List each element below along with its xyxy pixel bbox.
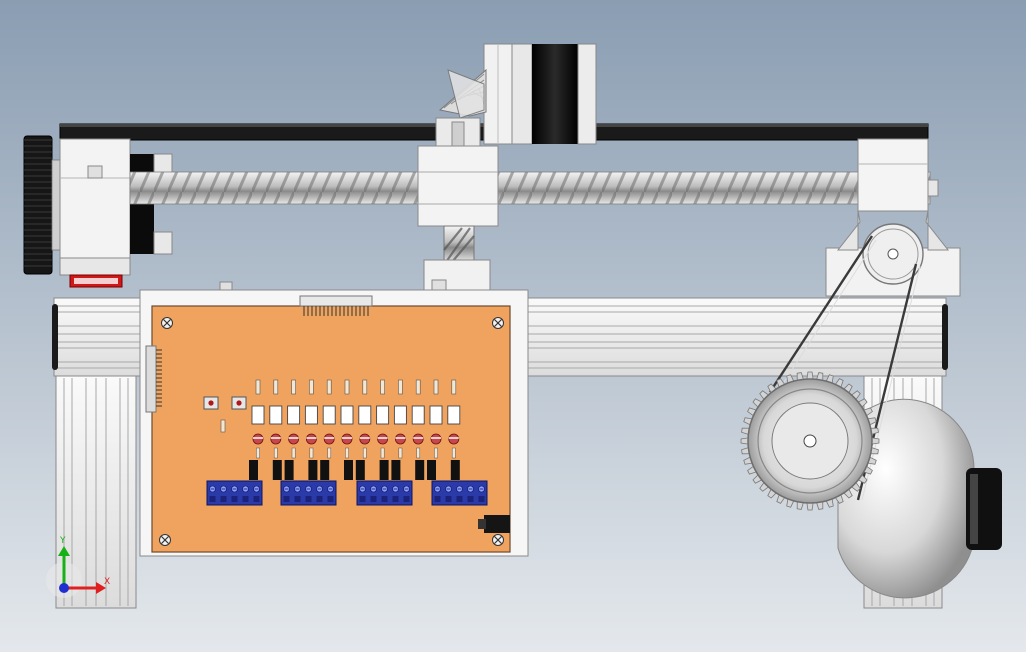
pcb-mounting-screw <box>492 534 504 546</box>
pcb-resistor <box>433 379 439 395</box>
pcb-resistor <box>326 379 332 395</box>
pulley-tooth <box>806 502 814 511</box>
screw-carriage <box>417 145 499 293</box>
pcb-optocoupler <box>447 405 461 425</box>
pcb-mounting-screw <box>161 317 173 329</box>
pulley-tooth <box>871 437 880 445</box>
lead-screw <box>129 171 939 205</box>
pcb-channel-column <box>340 379 354 480</box>
x-axis-label: X <box>104 577 110 587</box>
pcb-channel-column <box>320 379 336 480</box>
pcb-transistor <box>391 460 401 480</box>
top-stepper-motor <box>435 43 597 147</box>
pcb-tact-switch <box>231 396 247 410</box>
pcb-channel-column <box>269 379 283 480</box>
pcb-optocoupler <box>358 405 372 425</box>
pcb-transistor <box>344 460 353 480</box>
pcb-channel-column <box>304 379 318 480</box>
left-end-block <box>23 135 173 288</box>
pcb-resistor <box>398 379 403 395</box>
pcb-channel-column <box>249 379 265 480</box>
pcb-resistor <box>273 379 279 395</box>
pcb-screw-terminal-block <box>206 480 263 506</box>
pcb-optocoupler <box>304 405 318 425</box>
pcb-resistor <box>344 379 350 395</box>
pcb-resistor <box>451 379 457 395</box>
pcb-channel-column <box>427 379 443 480</box>
pcb-channel-column <box>284 379 301 480</box>
right-end-block <box>825 138 961 297</box>
pcb-dc-power-jack <box>478 515 510 533</box>
pcb-optocoupler <box>376 405 390 425</box>
triad-origin <box>59 583 69 593</box>
pcb-channel-column <box>391 379 407 480</box>
pcb-transistor <box>415 460 425 480</box>
pulley-tooth <box>806 371 814 380</box>
pcb-small-resistor <box>220 419 226 433</box>
pcb-channel-column <box>355 379 372 480</box>
controller-pcb <box>139 281 529 557</box>
pcb-mounting-screw <box>492 317 504 329</box>
pcb-optocoupler <box>429 405 443 425</box>
pcb-optocoupler <box>269 405 283 425</box>
pcb-transistor <box>320 460 330 480</box>
pcb-transistor <box>272 460 282 480</box>
pcb-resistor <box>291 379 296 395</box>
pcb-screw-terminal-block <box>356 480 413 506</box>
pcb-channel-column <box>447 379 461 480</box>
coordinate-triad: X Y <box>46 536 110 598</box>
pcb-optocoupler <box>393 405 407 425</box>
pcb-transistor <box>284 460 294 480</box>
y-axis-label: Y <box>59 536 66 546</box>
pcb-transistor <box>355 460 365 480</box>
pcb-transistor <box>249 460 258 480</box>
pcb-channel-column <box>376 379 390 480</box>
pcb-channel-column <box>411 379 425 480</box>
pcb-tact-switch <box>203 396 219 410</box>
pcb-resistor <box>309 379 314 395</box>
pcb-transistor <box>427 460 436 480</box>
pcb-transistor <box>379 460 389 480</box>
pcb-resistor <box>255 379 261 395</box>
pcb-mounting-screw <box>159 534 171 546</box>
pcb-transistor <box>308 460 318 480</box>
large-timing-pulley <box>740 371 880 511</box>
pcb-optocoupler <box>251 405 265 425</box>
pcb-optocoupler <box>411 405 425 425</box>
pulley-tooth <box>740 437 749 445</box>
pcb-resistor <box>380 379 385 395</box>
pcb-optocoupler <box>340 405 354 425</box>
pcb-resistor <box>415 379 421 395</box>
pcb-resistor <box>362 379 368 395</box>
pcb-transistor <box>450 460 460 480</box>
pcb-optocoupler <box>287 405 301 425</box>
pcb-screw-terminal-block <box>431 480 488 506</box>
pcb-screw-terminal-block <box>280 480 337 506</box>
pcb-optocoupler <box>322 405 336 425</box>
